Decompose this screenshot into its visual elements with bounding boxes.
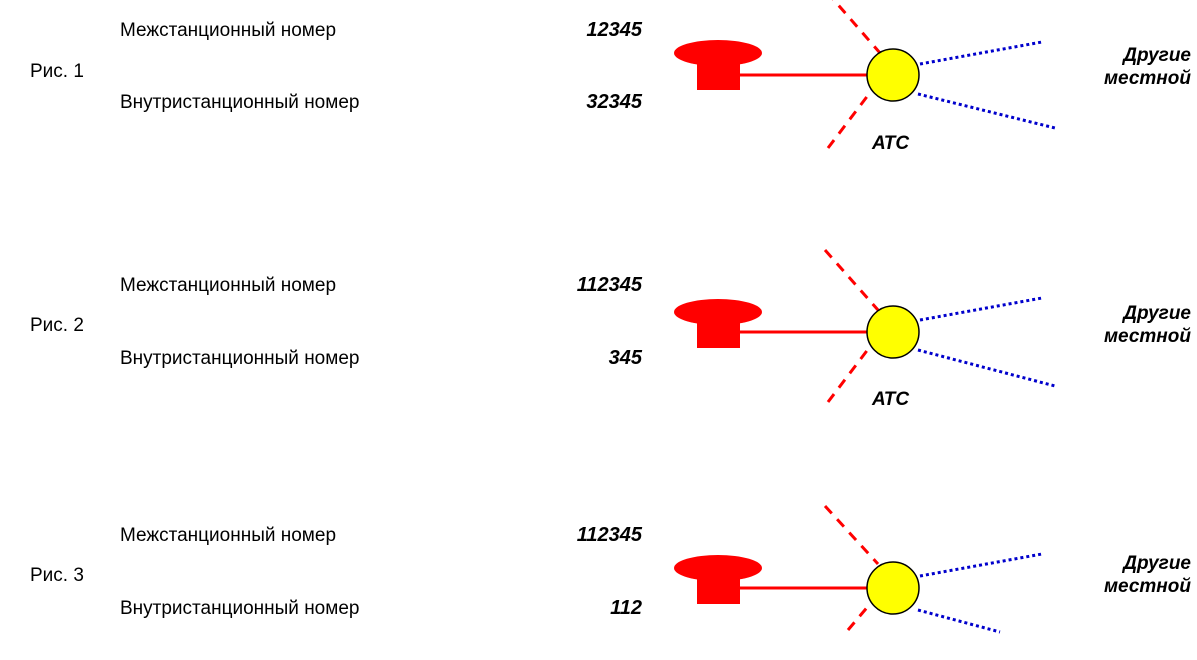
phone-base xyxy=(697,574,740,604)
station-label: АТС xyxy=(872,389,910,410)
blue-dotted-line-lower xyxy=(917,608,1001,634)
blue-dotted-line-lower xyxy=(917,348,1056,388)
others-label-line1: Другие xyxy=(1123,303,1191,324)
intra-station-number-value: 32345 xyxy=(586,91,642,113)
others-label-line1: Другие xyxy=(1123,553,1191,574)
station-diagram xyxy=(674,504,1043,634)
red-dashed-line-upper xyxy=(823,249,880,311)
figure-3: Рис. 3 Межстанционный номер 112345 Внутр… xyxy=(0,500,1197,660)
others-label-line1: Другие xyxy=(1123,45,1191,66)
intra-station-number-value: 112 xyxy=(610,597,642,619)
inter-station-number-label: Межстанционный номер xyxy=(120,525,337,546)
phone-base xyxy=(697,60,740,90)
station-label: АТС xyxy=(872,133,910,154)
others-label-line2: местной xyxy=(1103,68,1191,89)
figure-label: Рис. 2 xyxy=(30,315,84,336)
others-label-line2: местной xyxy=(1103,576,1191,597)
inter-station-number-value: 112345 xyxy=(576,274,642,296)
station-diagram xyxy=(674,0,1056,149)
inter-station-number-label: Межстанционный номер xyxy=(120,20,337,41)
inter-station-number-value: 112345 xyxy=(576,524,642,546)
intra-station-number-value: 345 xyxy=(608,347,642,369)
others-label: Другие местной xyxy=(1104,552,1191,598)
phone-base xyxy=(697,318,740,348)
red-dashed-line-upper xyxy=(823,504,880,566)
inter-station-number-label: Межстанционный номер xyxy=(120,275,337,296)
station-node xyxy=(866,561,920,615)
intra-station-number-label: Внутристанционный номер xyxy=(120,598,360,619)
phone-icon xyxy=(674,40,762,66)
blue-dotted-line-upper xyxy=(919,40,1043,66)
red-dashed-line-lower xyxy=(826,343,874,403)
red-dashed-line-upper xyxy=(831,0,882,54)
intra-station-number-label: Внутристанционный номер xyxy=(120,348,360,369)
figure-2: Рис. 2 Межстанционный номер 112345 Внутр… xyxy=(0,249,1197,410)
figure-label: Рис. 1 xyxy=(30,61,84,82)
station-node xyxy=(866,305,920,359)
intra-station-number-label: Внутристанционный номер xyxy=(120,92,360,113)
blue-dotted-line-upper xyxy=(919,296,1043,322)
blue-dotted-line-upper xyxy=(919,552,1043,578)
red-dashed-line-lower xyxy=(826,89,874,149)
figure-label: Рис. 3 xyxy=(30,565,84,586)
inter-station-number-value: 12345 xyxy=(586,19,642,41)
station-node xyxy=(866,48,920,102)
figure-1: Рис. 1 Межстанционный номер 12345 Внутри… xyxy=(0,0,1197,160)
others-label: Другие местной xyxy=(1104,302,1191,348)
station-diagram xyxy=(674,249,1056,403)
others-label: Другие местной xyxy=(1104,44,1191,90)
others-label-line2: местной xyxy=(1103,326,1191,347)
blue-dotted-line-lower xyxy=(917,92,1056,130)
red-dashed-line-lower xyxy=(846,603,872,631)
